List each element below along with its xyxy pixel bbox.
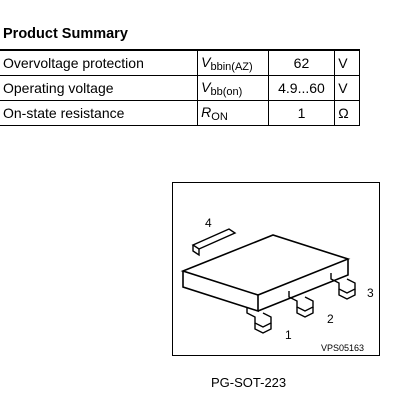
pin-label-4: 4	[205, 216, 212, 230]
param-unit: V	[334, 49, 360, 76]
table-row: Operating voltage Vbb(on) 4.9...60 V	[0, 75, 360, 101]
drawing-code: VPS05163	[321, 343, 364, 353]
param-label: Operating voltage	[0, 75, 199, 101]
package-caption: PG-SOT-223	[211, 375, 287, 390]
param-value: 4.9...60	[267, 75, 336, 101]
table-row: Overvoltage protection Vbbin(AZ) 62 V	[0, 49, 360, 76]
pin-label-1: 1	[285, 328, 292, 342]
param-value: 1	[267, 100, 336, 126]
pin-label-2: 2	[327, 312, 334, 326]
package-drawing-frame: 4 1 2 3 VPS05163	[172, 182, 380, 356]
param-unit: V	[334, 75, 360, 101]
product-summary-table: Overvoltage protection Vbbin(AZ) 62 V Op…	[0, 49, 360, 126]
param-symbol: Vbb(on)	[197, 75, 269, 101]
pin-label-3: 3	[367, 286, 374, 300]
product-summary-title: Product Summary	[3, 26, 128, 42]
param-value: 62	[267, 49, 336, 76]
param-symbol: Vbbin(AZ)	[197, 49, 269, 76]
param-unit: Ω	[334, 100, 360, 126]
sot223-package-drawing: 4 1 2 3 VPS05163	[180, 216, 374, 353]
table-row: On-state resistance RON 1 Ω	[0, 100, 360, 126]
param-symbol: RON	[197, 100, 269, 126]
clipped-heading-fragment: — — — —	[178, 170, 238, 177]
param-label: Overvoltage protection	[0, 49, 199, 76]
param-label: On-state resistance	[0, 100, 199, 126]
